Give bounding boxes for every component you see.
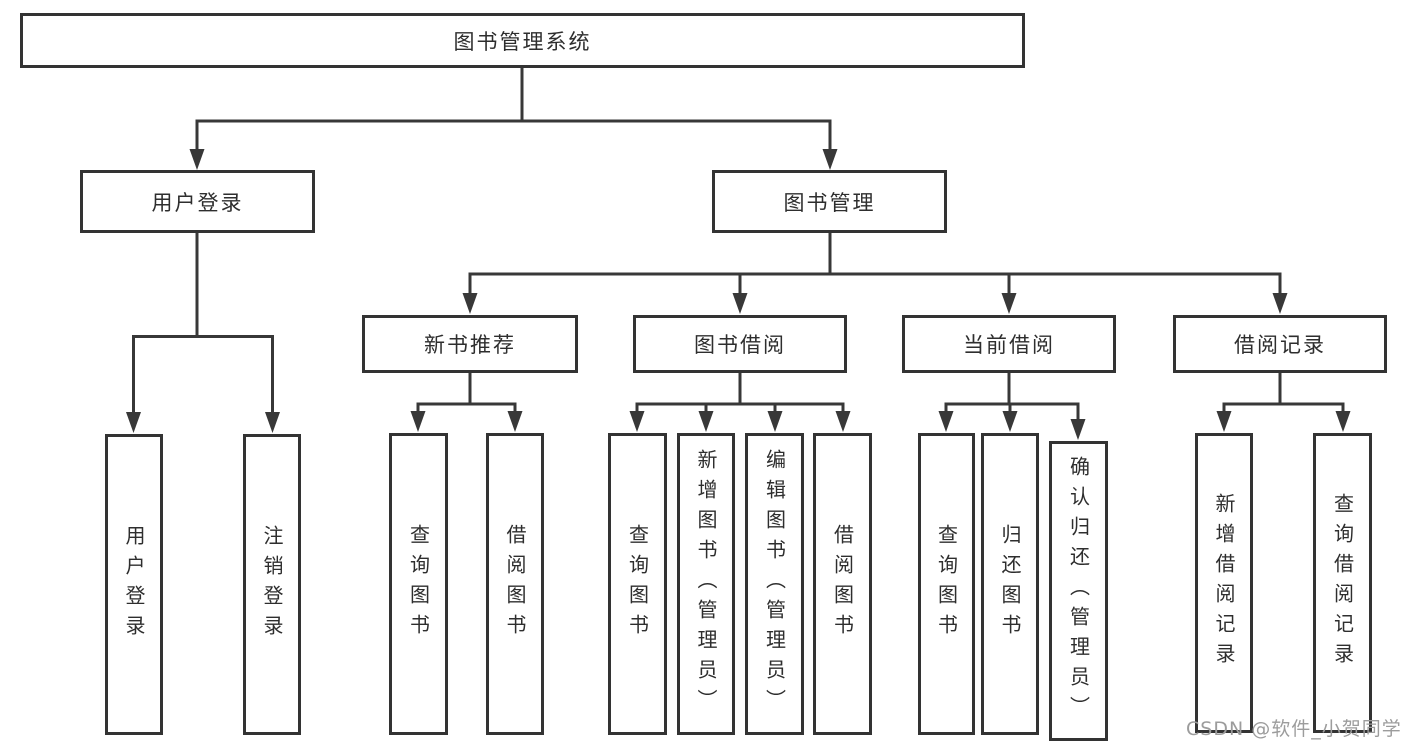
node-leaf-add-book: 新增图书（管理员） [677, 433, 735, 735]
edges-borrow-records [1216, 373, 1351, 432]
node-borrow-records: 借阅记录 [1173, 315, 1387, 373]
edges-book-borrow [629, 373, 851, 432]
edges-root [189, 68, 838, 170]
node-new-book-rec: 新书推荐 [362, 315, 578, 373]
node-book-mgmt: 图书管理 [712, 170, 947, 233]
node-book-borrow: 图书借阅 [633, 315, 847, 373]
node-root: 图书管理系统 [20, 13, 1025, 68]
node-leaf-query-book-3: 查询图书 [918, 433, 975, 735]
node-leaf-return-book: 归还图书 [981, 433, 1039, 735]
csdn-watermark: CSDN @软件_小贺同学 [1186, 718, 1402, 740]
node-user-login: 用户登录 [80, 170, 315, 233]
node-current-borrow: 当前借阅 [902, 315, 1116, 373]
node-leaf-logout: 注销登录 [243, 434, 301, 735]
node-leaf-borrow-book-2: 借阅图书 [813, 433, 872, 735]
node-leaf-edit-book: 编辑图书（管理员） [745, 433, 804, 735]
node-leaf-borrow-book-1: 借阅图书 [486, 433, 544, 735]
node-leaf-confirm-return: 确认归还（管理员） [1049, 441, 1108, 741]
node-leaf-add-record: 新增借阅记录 [1195, 433, 1253, 733]
node-leaf-query-book-1: 查询图书 [389, 433, 448, 735]
node-leaf-user-login: 用户登录 [105, 434, 163, 735]
node-leaf-query-record: 查询借阅记录 [1313, 433, 1372, 733]
edges-current-borrow [938, 373, 1086, 440]
edges-book-mgmt [462, 233, 1288, 314]
edges-user-login [126, 233, 280, 433]
node-leaf-query-book-2: 查询图书 [608, 433, 667, 735]
edges-new-book-rec [410, 373, 523, 432]
